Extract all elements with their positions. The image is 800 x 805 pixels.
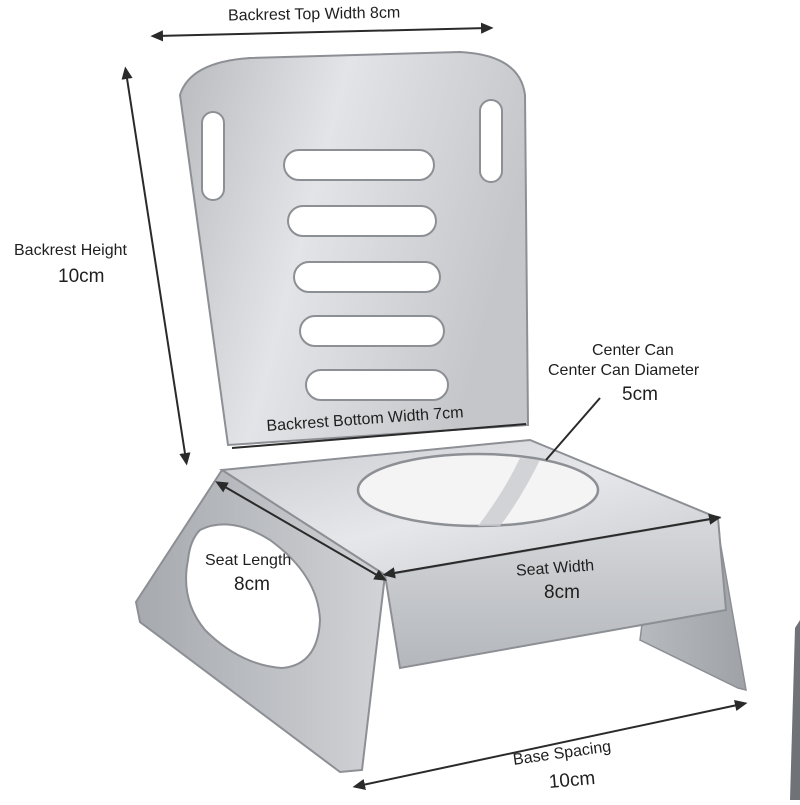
- label-seat-length-title: Seat Length: [205, 552, 292, 569]
- backrest-slot-2: [287, 205, 437, 237]
- backrest-slot-1: [283, 149, 435, 181]
- adjacent-product-edge: [790, 620, 800, 800]
- label-backrest-height-value: 10cm: [58, 266, 105, 287]
- backrest-side-slot-right: [479, 99, 503, 183]
- backrest-panel: [178, 50, 530, 447]
- can-hole-inner-shadow: [478, 458, 540, 526]
- dim-line-backrest-top: [150, 22, 494, 42]
- label-base-spacing-value: 10cm: [548, 767, 597, 793]
- label-backrest-top-width: Backrest Top Width 8cm: [227, 4, 401, 25]
- label-seat-length-value: 8cm: [234, 574, 270, 595]
- backrest-slot-3: [293, 261, 441, 293]
- can-hole: [356, 452, 600, 528]
- label-seat-width-value: 8cm: [544, 582, 580, 603]
- backrest-slot-5: [305, 369, 449, 401]
- label-center-can-value: 5cm: [622, 384, 658, 405]
- backrest-side-slot-left: [201, 111, 225, 201]
- label-backrest-height-title: Backrest Height: [14, 242, 127, 259]
- label-center-can: Center Can: [592, 342, 674, 359]
- label-center-can-diameter: Center Can Diameter: [548, 362, 700, 379]
- dim-line-backrest-bottom: [231, 423, 527, 449]
- dim-line-seat-length: [215, 481, 387, 581]
- dim-line-backrest-height: [121, 66, 191, 466]
- dim-line-base-spacing: [352, 699, 748, 791]
- dim-line-center-can-leader: [545, 397, 601, 461]
- backrest-slot-4: [299, 315, 445, 347]
- dim-line-seat-width: [382, 513, 722, 579]
